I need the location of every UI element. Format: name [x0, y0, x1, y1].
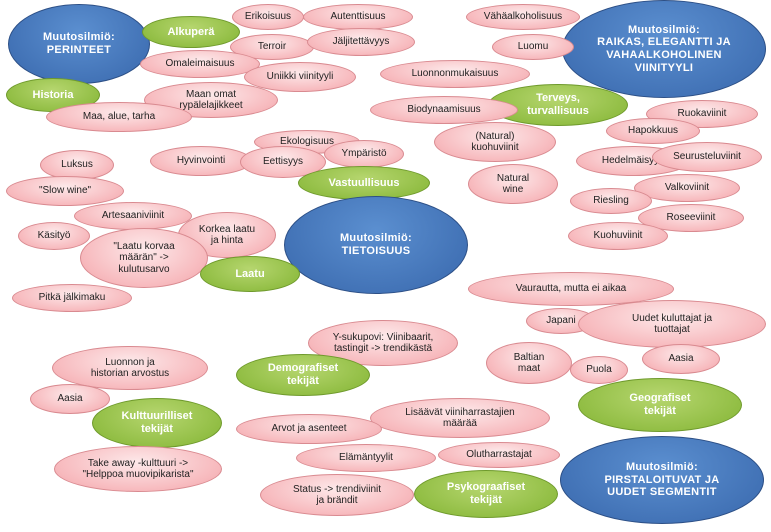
hub-perinteet: Muutosilmiö: PERINTEET — [8, 4, 150, 84]
item-luonnon-historian: Luonnon ja historian arvostus — [52, 346, 208, 390]
item-natural-wine: Natural wine — [468, 164, 558, 204]
item-status: Status -> trendiviinit ja brändit — [260, 474, 414, 516]
item-valkoviinit: Valkoviinit — [634, 174, 740, 202]
item-maa-alue: Maa, alue, tarha — [46, 102, 192, 132]
item-omaleimaisuus: Omaleimaisuus — [140, 50, 260, 78]
item-aasia-left: Aasia — [30, 384, 110, 414]
theme-historia: Historia — [6, 78, 100, 112]
item-kuohuviinit: Kuohuviinit — [568, 222, 668, 250]
item-slow-wine: "Slow wine" — [6, 176, 124, 206]
item-vahaalkoholisuus: Vähäalkoholisuus — [466, 4, 580, 30]
theme-vastuullisuus: Vastuullisuus — [298, 166, 430, 200]
item-elamantyylit: Elämäntyylit — [296, 444, 436, 472]
item-jaljitettavyys: Jäljitettävyys — [307, 28, 415, 56]
item-autenttisuus: Autenttisuus — [303, 4, 413, 30]
item-luonnonmukaisuus: Luonnonmukaisuus — [380, 60, 530, 88]
item-arvot-asenteet: Arvot ja asenteet — [236, 414, 382, 444]
theme-kulttuurilliset: Kulttuurilliset tekijät — [92, 398, 222, 448]
item-artesaaniviinit: Artesaaniviinit — [74, 202, 192, 230]
theme-laatu: Laatu — [200, 256, 300, 292]
item-uniikki: Uniikki viinityyli — [244, 62, 356, 92]
item-erikoisuus: Erikoisuus — [232, 4, 304, 30]
item-pitka-jalkimaku: Pitkä jälkimaku — [12, 284, 132, 312]
item-ymparisto: Ympäristö — [324, 140, 404, 168]
item-hyvinvointi: Hyvinvointi — [150, 146, 252, 176]
item-riesling: Riesling — [570, 188, 652, 214]
item-olutharrastajat: Olutharrastajat — [438, 442, 560, 468]
item-seurusteluviinit: Seurusteluviinit — [652, 142, 762, 172]
hub-raikas: Muutosilmiö: RAIKAS, ELEGANTTI JA VAHAAL… — [562, 0, 766, 98]
theme-alkupera: Alkuperä — [142, 16, 240, 48]
hub-tietoisuus: Muutosilmiö: TIETOISUUS — [284, 196, 468, 294]
item-luomu: Luomu — [492, 34, 574, 60]
item-uudet-kuluttajat: Uudet kuluttajat ja tuottajat — [578, 300, 766, 348]
item-natural-kuohu: (Natural) kuohuviinit — [434, 122, 556, 162]
theme-psykografiset: Psykograafiset tekijät — [414, 470, 558, 518]
theme-geografiset: Geografiset tekijät — [578, 378, 742, 432]
item-hapokkuus: Hapokkuus — [606, 118, 700, 144]
item-biodynaamisuus: Biodynaamisuus — [370, 96, 518, 124]
item-puola: Puola — [570, 356, 628, 384]
item-kasityo: Käsityö — [18, 222, 90, 250]
item-laatu-korvaa: "Laatu korvaa määrän" -> kulutusarvo — [80, 228, 208, 288]
item-take-away: Take away -kulttuuri -> "Helppoa muovipi… — [54, 446, 222, 492]
item-baltian-maat: Baltian maat — [486, 342, 572, 384]
item-roseeviinit: Roseeviinit — [638, 204, 744, 232]
item-vaurautta: Vaurautta, mutta ei aikaa — [468, 272, 674, 306]
item-korkea-laatu: Korkea laatu ja hinta — [178, 212, 276, 258]
theme-demografiset: Demografiset tekijät — [236, 354, 370, 396]
item-lisaavat: Lisäävät viiniharrastajien määrää — [370, 398, 550, 438]
item-aasia-right: Aasia — [642, 344, 720, 374]
hub-pirstaloituvat: Muutosilmiö: PIRSTALOITUVAT JA UUDET SEG… — [560, 436, 764, 524]
